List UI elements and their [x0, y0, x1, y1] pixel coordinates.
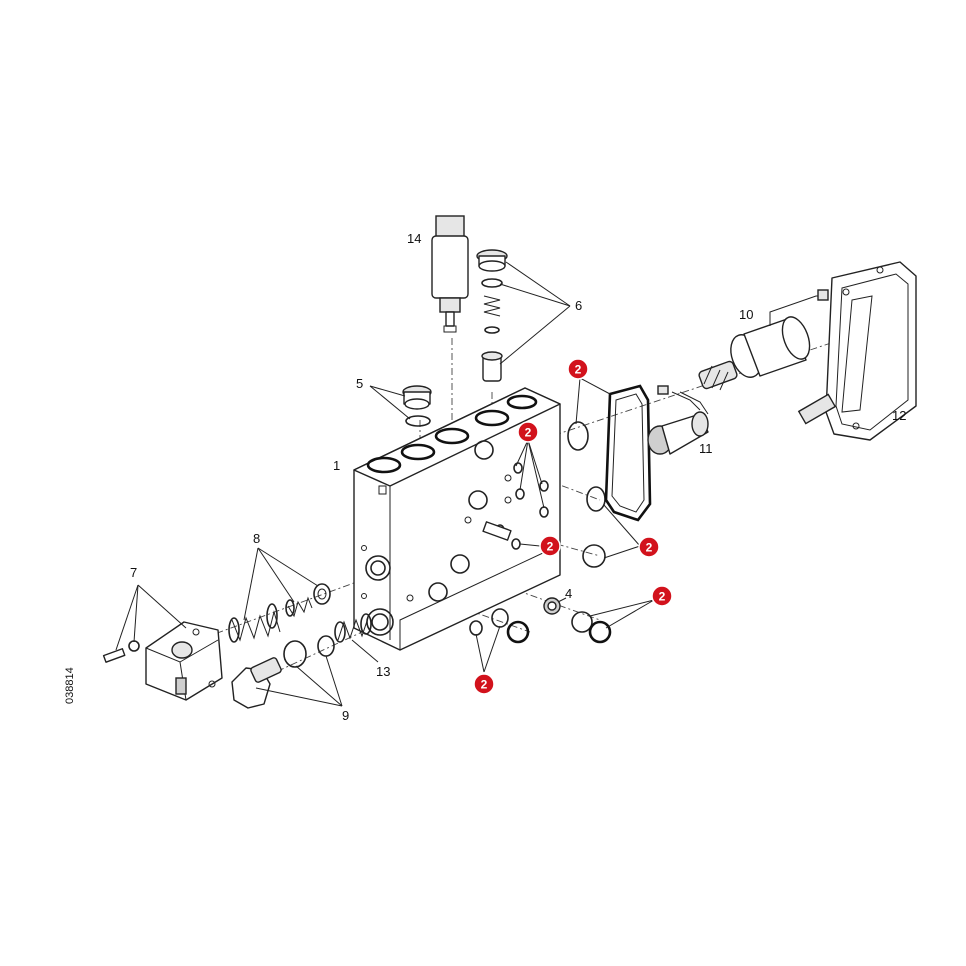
svg-text:2: 2	[547, 540, 554, 554]
label-part-7: 7	[130, 565, 137, 580]
small-plug	[543, 597, 561, 615]
cartridge-valve	[431, 215, 469, 333]
label-part-12: 12	[892, 408, 906, 423]
cover-gasket	[604, 384, 652, 522]
label-part-10: 10	[739, 307, 753, 322]
svg-text:2: 2	[659, 590, 666, 604]
seal-rings	[469, 421, 612, 644]
label-part-8: 8	[253, 531, 260, 546]
label-part-13: 13	[376, 664, 390, 679]
part-number-labels: 1 4 5 6 7 8 9 10 11 12 13 14	[130, 231, 906, 723]
drawing-number: 038814	[64, 667, 76, 704]
label-part-14: 14	[407, 231, 421, 246]
label-part-5: 5	[356, 376, 363, 391]
seal-kit-badges: 2 2 2 2 2 2	[473, 358, 673, 695]
label-part-1: 1	[333, 458, 340, 473]
relief-valve-kit	[476, 249, 508, 382]
svg-text:2: 2	[481, 678, 488, 692]
leader-lines	[115, 261, 655, 707]
label-part-9: 9	[342, 708, 349, 723]
seal-kit-badge: 2	[539, 535, 561, 557]
svg-text:2: 2	[575, 363, 582, 377]
label-part-4: 4	[565, 586, 572, 601]
seal-kit-badge: 2	[638, 536, 660, 558]
orifice-pin	[482, 521, 512, 541]
svg-text:2: 2	[525, 426, 532, 440]
electronics-cover	[797, 261, 917, 441]
solenoid-valve	[698, 289, 829, 391]
seal-kit-badge: 2	[567, 358, 589, 380]
plug-with-seal	[402, 385, 432, 427]
seal-kit-badge: 2	[473, 673, 495, 695]
spool-spring	[334, 613, 372, 643]
drain-plug	[231, 635, 335, 709]
label-part-11: 11	[699, 441, 713, 456]
label-part-6: 6	[575, 298, 582, 313]
svg-text:2: 2	[646, 541, 653, 555]
pilot-head	[102, 621, 223, 701]
seal-kit-badge: 2	[651, 585, 673, 607]
pressure-sensor	[647, 385, 709, 455]
valve-housing	[353, 387, 561, 651]
spring-set	[228, 583, 331, 643]
seal-kit-badge: 2	[517, 421, 539, 443]
